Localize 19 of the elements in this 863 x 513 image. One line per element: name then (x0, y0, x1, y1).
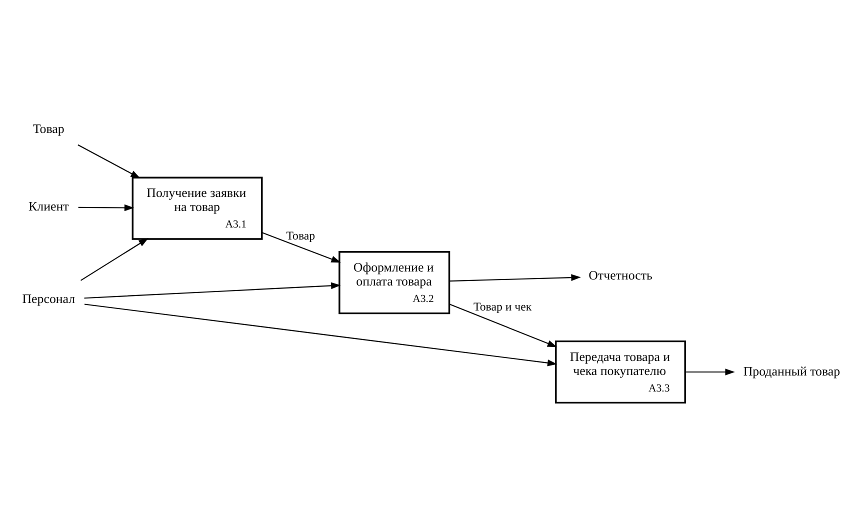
node-box: Получение заявки на товар A3.1 (132, 176, 263, 240)
node-text: Клиент (28, 198, 69, 214)
arrow (84, 282, 341, 299)
arrow (449, 274, 581, 282)
arrow (262, 232, 341, 263)
node-box: Передача товара и чека покупателю A3.3 (555, 340, 686, 404)
arrow (78, 144, 140, 178)
arrow (78, 204, 134, 212)
arrow (80, 238, 148, 281)
arrow (84, 304, 558, 366)
arrow (686, 368, 735, 376)
node-text: Товар (32, 121, 64, 136)
node-text: Персонал (22, 291, 76, 306)
node-text: Проданный товар (743, 363, 840, 378)
node-box: Оформление и оплата товара A3.2 (338, 251, 450, 314)
node-text: Отчетность (588, 267, 652, 282)
edge-label: Товар (286, 228, 316, 242)
edge-label: Товар и чек (474, 299, 532, 314)
arrow (449, 304, 558, 348)
